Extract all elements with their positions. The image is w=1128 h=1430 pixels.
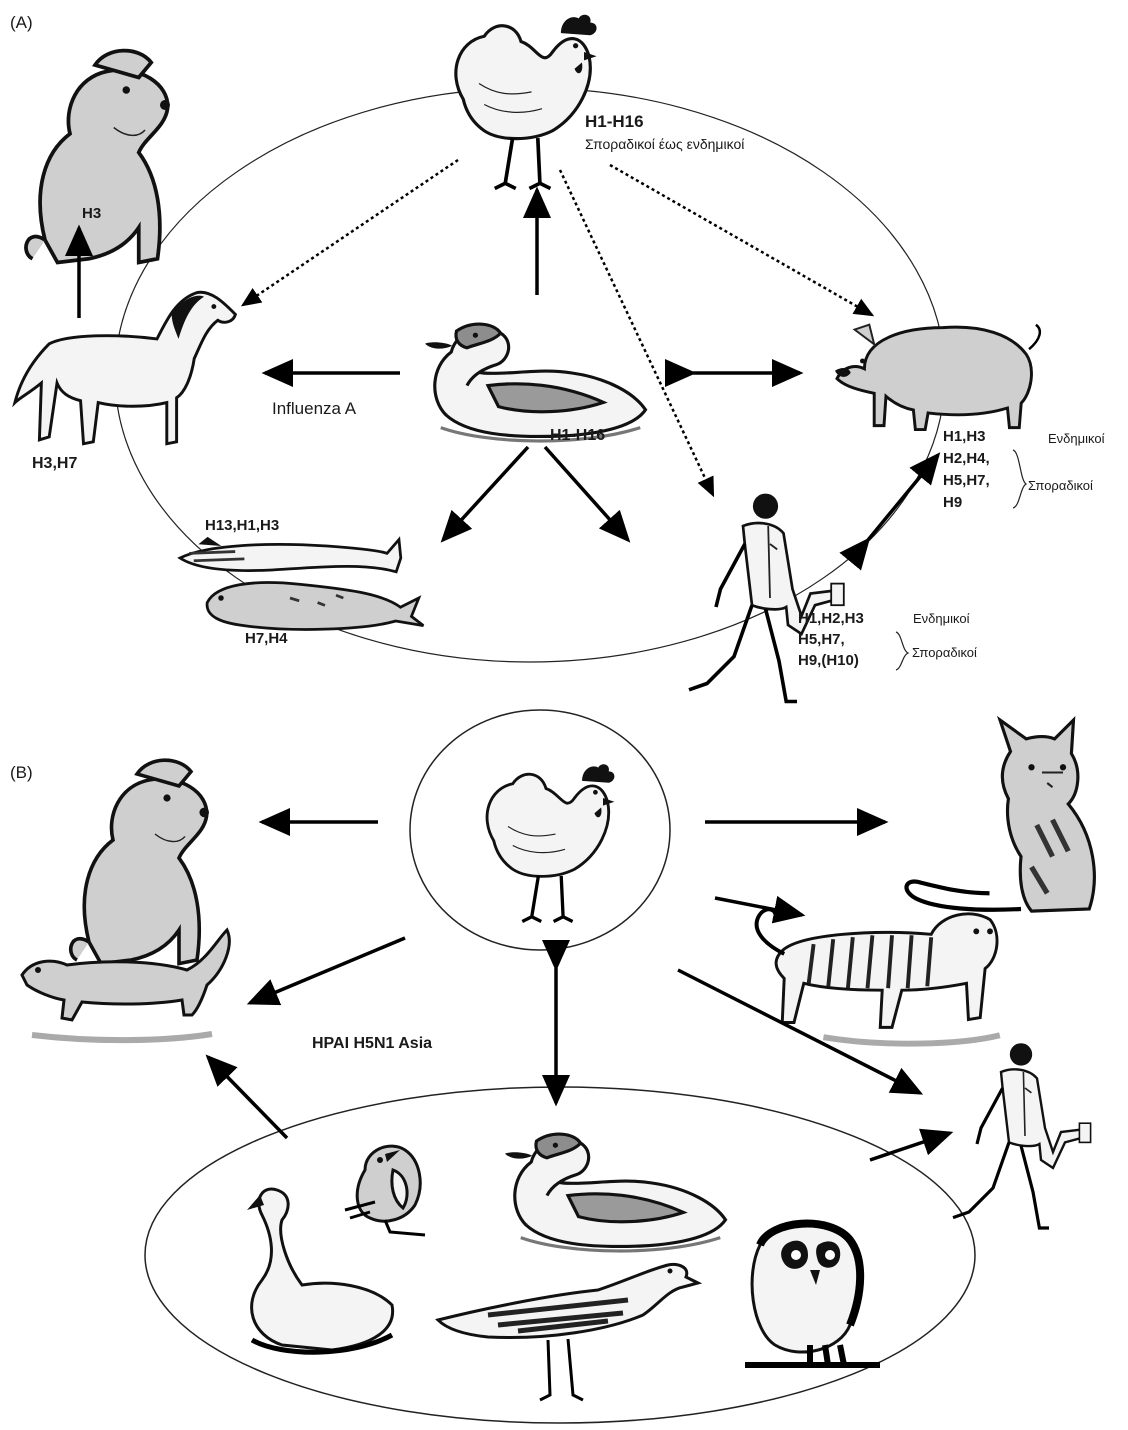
arrow-wildbirds-to-ferret xyxy=(208,1057,287,1138)
songbird-icon xyxy=(345,1146,425,1235)
owl-icon xyxy=(745,1224,880,1365)
chicken-subtypes: H1-H16 xyxy=(585,112,644,131)
pig-endemic-note: Ενδημικοί xyxy=(1048,431,1105,446)
human-endemic-note: Ενδημικοί xyxy=(913,611,970,626)
pig-sporadic-1: H2,H4, xyxy=(943,450,990,467)
marine-top-subtypes: H13,H1,H3 xyxy=(205,517,279,534)
human-sporadic-brace xyxy=(896,632,908,670)
tiger-icon xyxy=(757,909,1000,1043)
arrow-chicken-to-tiger xyxy=(715,898,802,915)
dotted-chicken-to-pig xyxy=(610,165,872,315)
arrow-human-pig xyxy=(868,455,938,540)
dog-subtypes: H3 xyxy=(82,205,101,222)
influenza-a-label: Influenza A xyxy=(272,399,357,418)
duck-subtypes: H1-H16 xyxy=(550,427,605,444)
hpai-label: HPAI H5N1 Asia xyxy=(312,1035,432,1052)
horse-icon xyxy=(15,292,236,444)
human-endemic: H1,H2,H3 xyxy=(798,610,864,627)
human-sporadic-1: H5,H7, xyxy=(798,631,845,648)
dotted-chicken-to-horse xyxy=(243,160,458,305)
gull-icon xyxy=(438,1265,698,1401)
pig-sporadic-brace xyxy=(1013,450,1026,508)
arrow-wildbirds-to-human xyxy=(870,1133,950,1160)
cat-icon xyxy=(906,720,1094,911)
seal-icon xyxy=(207,583,423,630)
pig-sporadic-3: H9 xyxy=(943,494,962,511)
pig-sporadic-note: Σποραδικοί xyxy=(1028,478,1093,493)
chicken-icon xyxy=(456,15,597,189)
panel-a-label: (A) xyxy=(10,13,33,32)
arrow-duck-to-marine xyxy=(443,447,528,540)
pig-endemic: H1,H3 xyxy=(943,428,986,445)
dotted-chicken-to-human xyxy=(560,170,713,495)
human-sporadic-note: Σποραδικοί xyxy=(912,645,977,660)
human-sporadic-2: H9,(H10) xyxy=(798,652,859,669)
marine-bottom-subtypes: H7,H4 xyxy=(245,630,288,647)
whale-icon xyxy=(180,537,401,572)
dog-icon xyxy=(71,760,209,963)
chicken-note: Σποραδικοί έως ενδημικοί xyxy=(585,136,744,152)
human-icon xyxy=(953,1043,1091,1228)
chicken-icon xyxy=(487,764,614,921)
arrow-chicken-to-ferret xyxy=(250,938,405,1003)
arrow-duck-to-human xyxy=(545,447,628,540)
human-icon xyxy=(689,494,844,702)
duck-icon xyxy=(425,324,646,441)
pig-icon xyxy=(835,325,1040,430)
panel-b-label: (B) xyxy=(10,763,33,782)
pig-sporadic-2: H5,H7, xyxy=(943,472,990,489)
horse-subtypes: H3,H7 xyxy=(32,455,77,472)
dog-icon xyxy=(26,51,170,263)
duck-icon xyxy=(505,1134,726,1251)
